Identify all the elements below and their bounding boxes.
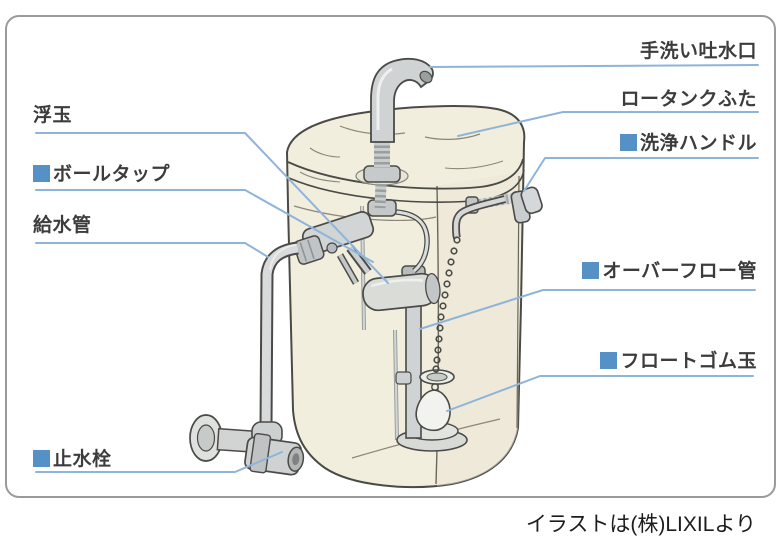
blue-square-icon — [33, 165, 50, 182]
leader-line-float-rubber-ball — [446, 375, 754, 412]
stop-valve-illustration — [189, 414, 305, 476]
label-float-rubber-ball-text: フロートゴム玉 — [620, 351, 757, 372]
overflow-pipe-illustration — [395, 265, 468, 452]
leader-line-ball-tap — [35, 189, 374, 263]
illustration-credit: イラストは(株)LIXILより — [525, 513, 756, 536]
ball-tap-illustration — [293, 199, 397, 285]
refill-tube-illustration — [395, 209, 430, 274]
leader-lines — [35, 64, 759, 473]
label-flush-handle: 洗浄ハンドル — [619, 128, 757, 155]
blue-square-icon — [582, 262, 600, 279]
float-rubber-ball-illustration — [415, 369, 455, 432]
label-ball-tap-text: ボールタップ — [53, 164, 171, 185]
label-stop-valve-text: 止水栓 — [53, 449, 112, 470]
flush-handle-illustration — [451, 186, 543, 240]
label-stop-valve: 止水栓 — [33, 444, 112, 471]
label-tank-lid-text: ロータンクふた — [620, 89, 757, 110]
label-flush-handle-text: 洗浄ハンドル — [639, 133, 757, 154]
leader-line-handwash-spout — [429, 64, 759, 68]
label-float-ball-text: 浮玉 — [33, 105, 73, 126]
leader-line-stop-valve — [35, 451, 283, 473]
blue-square-icon — [600, 352, 618, 369]
blue-square-icon — [33, 450, 50, 467]
label-tank-lid: ロータンクふた — [620, 84, 757, 111]
label-float-rubber-ball: フロートゴム玉 — [600, 346, 757, 373]
leader-line-flush-handle — [523, 157, 759, 192]
leader-line-tank-lid — [457, 111, 759, 137]
label-overflow-pipe: オーバーフロー管 — [582, 256, 757, 283]
float-ball-illustration — [362, 272, 441, 312]
label-supply-pipe-text: 給水管 — [33, 215, 92, 236]
chain-illustration — [432, 236, 461, 373]
label-ball-tap: ボールタップ — [33, 159, 170, 186]
blue-square-icon — [619, 134, 637, 151]
label-float-ball: 浮玉 — [33, 100, 72, 127]
label-overflow-pipe-text: オーバーフロー管 — [602, 261, 757, 282]
handwash-spout-illustration — [355, 57, 434, 209]
supply-pipe-illustration — [259, 241, 299, 429]
label-handwash-spout: 手洗い吐水口 — [640, 36, 757, 63]
label-supply-pipe: 給水管 — [33, 210, 92, 237]
leader-line-float-ball — [35, 132, 389, 284]
leader-line-overflow-pipe — [419, 289, 756, 330]
label-handwash-spout-text: 手洗い吐水口 — [639, 41, 757, 62]
tank-lid-illustration — [287, 125, 525, 459]
leader-line-supply-pipe — [35, 242, 269, 258]
